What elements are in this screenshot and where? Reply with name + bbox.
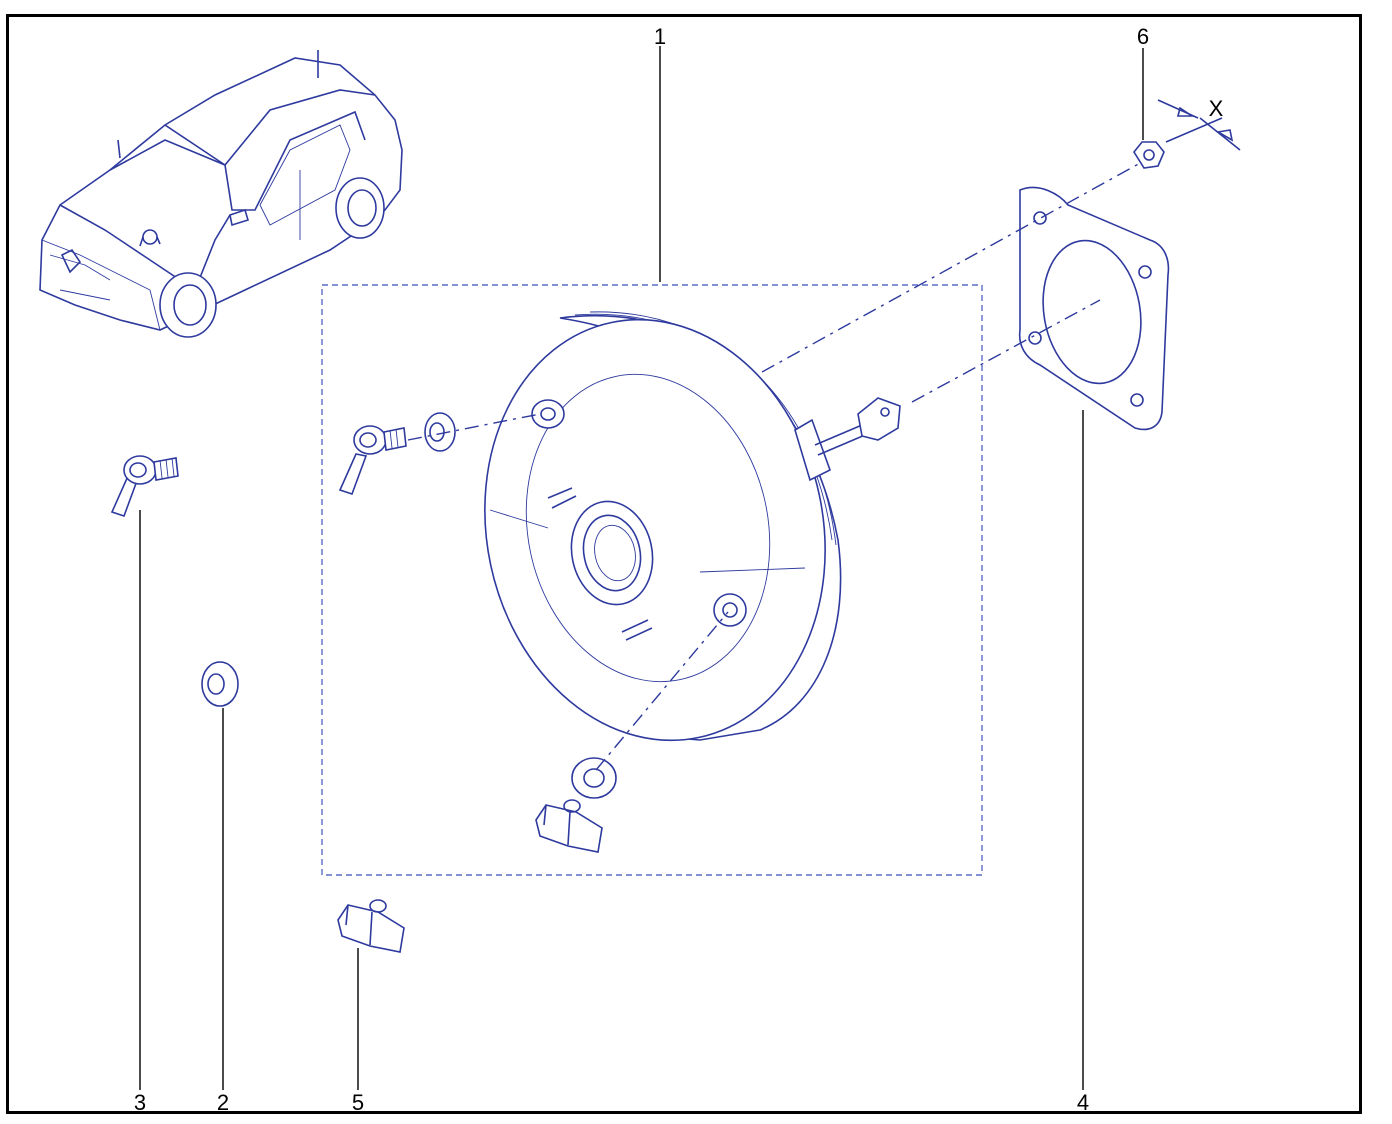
nut-part6	[1133, 141, 1165, 169]
grommet-part2	[201, 661, 239, 707]
dimension-x-indicator	[1157, 99, 1241, 151]
pressure-sensor-assembled	[535, 799, 603, 853]
vacuum-connector-part3	[110, 455, 179, 518]
callout-2: 2	[217, 1090, 229, 1115]
leader-lines	[139, 46, 1144, 1090]
callout-5: 5	[352, 1090, 364, 1115]
gasket-part4	[1018, 186, 1170, 431]
grommet-assembled	[424, 412, 456, 452]
callout-6: 6	[1137, 24, 1149, 49]
assembly-axis-lines	[407, 161, 1143, 771]
brake-servo-assembly	[484, 311, 901, 742]
pressure-sensor-part5	[337, 899, 405, 953]
callout-3: 3	[134, 1090, 146, 1115]
dimension-x-label: X	[1209, 96, 1224, 121]
vehicle-locator-illustration	[39, 50, 403, 338]
sensor-seal-assembled	[571, 757, 617, 799]
vacuum-connector-assembled	[338, 425, 407, 496]
booster-location-marker	[139, 229, 161, 247]
callout-1: 1	[654, 24, 666, 49]
assembly-boundary-box	[321, 284, 983, 876]
callout-4: 4	[1077, 1090, 1089, 1115]
